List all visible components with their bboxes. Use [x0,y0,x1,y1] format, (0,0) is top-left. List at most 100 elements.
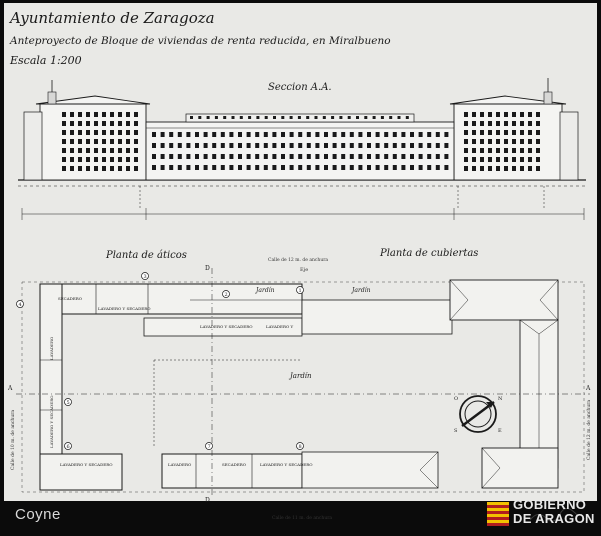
street-top-label: Calle de 12 m. de anchura [268,257,328,263]
window [322,116,326,119]
window [349,143,354,148]
section-mark-a-right: A [585,385,591,392]
window [536,166,540,171]
window [384,165,389,170]
window [401,154,406,159]
window [238,165,242,170]
window [520,130,524,135]
compass-s: S [454,428,458,434]
window [160,165,165,170]
window [102,148,106,153]
window [536,130,540,135]
window [380,116,384,119]
window [528,166,532,171]
window [341,154,346,159]
window [229,132,234,137]
section-mark-a-left: A [7,385,13,392]
window [231,116,235,119]
window [177,165,182,170]
window [70,112,74,117]
window [480,166,484,171]
window [331,116,335,119]
window [410,154,414,159]
window [134,148,138,153]
garden-label-top-left: Jardín [254,287,275,294]
window [341,132,346,137]
marker-4: 4 [19,302,22,308]
window [263,154,268,159]
window [298,132,303,137]
window [306,143,311,148]
window [272,165,277,170]
window [435,165,440,170]
window [195,165,199,170]
window [367,143,371,148]
room-label: LAVADERO Y SECADERO [98,306,151,311]
window [255,154,260,159]
window [281,143,285,148]
window [110,112,114,117]
window [70,139,74,144]
window [367,132,371,137]
window [281,154,285,159]
window [94,139,98,144]
window [134,130,138,135]
window [496,148,500,153]
window [332,165,337,170]
window [169,165,174,170]
section-cut-lines [16,268,590,496]
window [203,143,208,148]
window [195,143,199,148]
marker-6: 6 [67,444,70,450]
window [349,165,354,170]
window [332,154,337,159]
window [488,121,492,126]
window [94,157,98,162]
section-marks: D D A A [7,265,591,504]
window [392,165,397,170]
window [246,165,251,170]
window [306,154,311,159]
compass-e: E [498,428,502,434]
window [62,112,66,117]
window [70,157,74,162]
window [289,165,294,170]
window [392,154,397,159]
window [512,148,516,153]
window [263,132,268,137]
window [169,143,174,148]
window [273,116,276,119]
window [152,132,156,137]
window [504,139,508,144]
window [94,130,98,135]
window [126,121,130,126]
compass-o: O [454,396,458,402]
window [62,157,66,162]
window [520,157,524,162]
window [444,132,449,137]
window [289,116,293,119]
window [401,132,406,137]
window [480,157,484,162]
window [306,132,311,137]
window [94,112,98,117]
window [272,132,277,137]
window [464,157,468,162]
marker-5: 5 [67,400,70,406]
window [367,165,371,170]
window [160,154,165,159]
section-mark-d-top: D [205,265,210,272]
window [480,130,484,135]
window [401,143,406,148]
window [520,166,524,171]
window [488,112,492,117]
window [78,112,82,117]
window [86,121,90,126]
window [198,116,202,119]
window [238,132,242,137]
window [62,130,66,135]
street-left-label: Calle de 10 m. de anchura [10,410,16,470]
room-label: LAVADERO Y SECADERO [60,462,113,467]
window [264,116,268,119]
window [263,143,268,148]
